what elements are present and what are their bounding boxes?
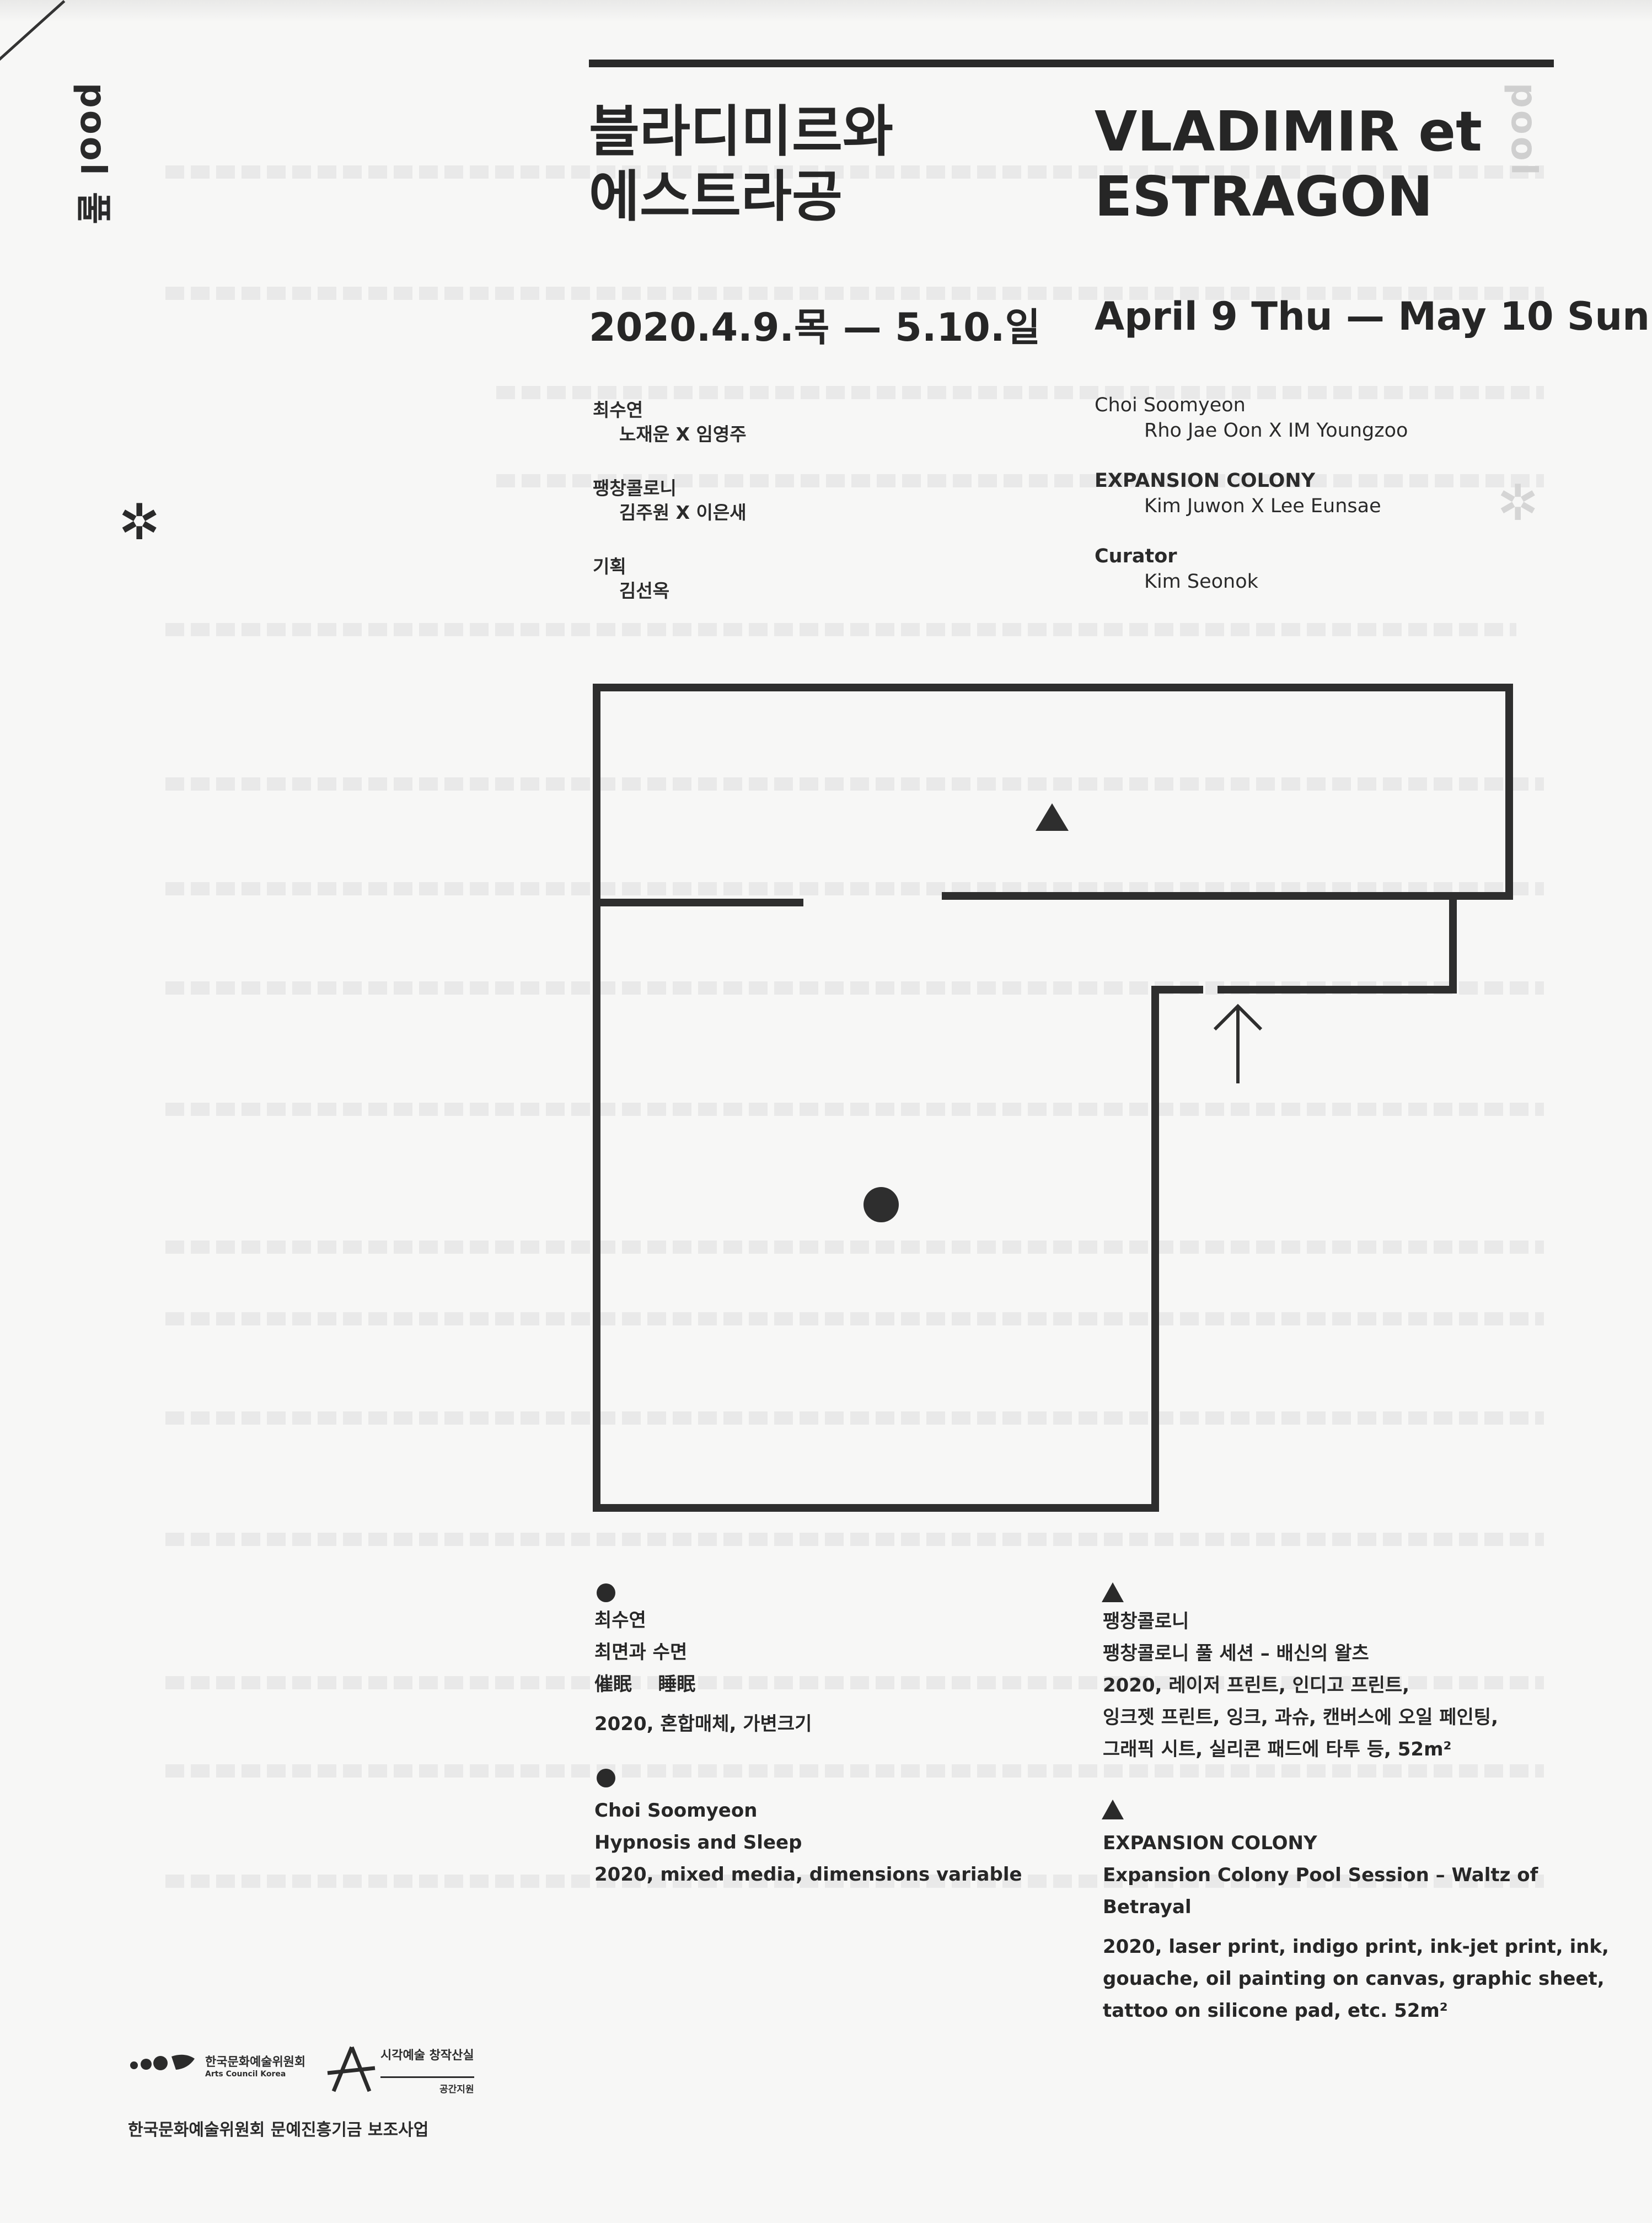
support-text: 한국문화예술위원회 문예진흥기금 보조사업 (128, 2120, 429, 2140)
bleed-through-text (165, 1764, 1544, 1778)
bleed-through-text (165, 1103, 1544, 1116)
dot-icon (597, 1583, 615, 1602)
credits-korean: 최수연 노재운 X 임영주 팽창콜로니 김주원 X 이은새 기획 김선옥 (593, 398, 747, 603)
studio-logo-text: 시각예술 창작산실 공간지원 (380, 2045, 474, 2095)
studio-name: 시각예술 창작산실 (380, 2049, 474, 2063)
bleed-through-text (165, 1241, 1544, 1254)
plan-wall-outer (593, 684, 1513, 900)
bleed-through-text (165, 1411, 1544, 1425)
pool-logo: pool 풀 (72, 83, 113, 227)
credit-label: Curator (1095, 545, 1177, 567)
title-english: VLADIMIR et ESTRAGON (1095, 99, 1482, 229)
bleed-through-text (165, 287, 1544, 300)
work-title: 최면과 수면 (594, 1641, 688, 1663)
credit-name: 김주원 X 이은새 (619, 502, 747, 523)
credit-name: Kim Juwon X Lee Eunsae (1144, 495, 1381, 517)
work-details: gouache, oil painting on canvas, graphic… (1103, 1968, 1605, 1990)
credit-item: EXPANSION COLONY Kim Juwon X Lee Eunsae (1095, 468, 1408, 519)
work-title-hanja: 催眠 睡眠 (594, 1673, 696, 1695)
title-english-line1: VLADIMIR et (1095, 99, 1482, 164)
credit-label: EXPANSION COLONY (1095, 470, 1316, 492)
triangle-marker (1036, 803, 1069, 831)
header-rule (589, 60, 1554, 67)
bleed-through-text (165, 777, 1544, 791)
work-artist: Choi Soomyeon (594, 1800, 758, 1822)
bleed-through-text (165, 165, 1544, 179)
date-english: April 9 Thu — May 10 Sun (1095, 294, 1650, 339)
asterisk-icon-bleed: ✲ (1497, 474, 1539, 532)
work-info-korean-right: 팽창콜로니 팽창콜로니 풀 세션 – 배신의 왈츠 2020, 레이저 프린트,… (1103, 1606, 1498, 1765)
plan-wall-left (593, 684, 1203, 1512)
work-details: 2020, 레이저 프린트, 인디고 프린트, (1103, 1674, 1410, 1696)
work-details: 2020, laser print, indigo print, ink-jet… (1103, 1936, 1609, 1958)
arko-logo-icon (130, 2052, 201, 2074)
floor-plan-diagram (593, 684, 1513, 1512)
arko-logo-text: 한국문화예술위원회 Arts Council Korea (205, 2052, 305, 2079)
credit-label: 기획 (593, 556, 626, 577)
bleed-through-text (165, 1676, 1544, 1689)
bleed-through-text (165, 1312, 1544, 1325)
work-info-korean-left: 최수연 최면과 수면 催眠 睡眠 2020, 혼합매체, 가변크기 (594, 1604, 812, 1740)
title-english-line2: ESTRAGON (1095, 164, 1433, 229)
bleed-through-text (165, 1875, 1544, 1888)
work-artist: 팽창콜로니 (1103, 1610, 1189, 1633)
asterisk-icon: ✲ (119, 493, 160, 551)
work-title: Expansion Colony Pool Session – Waltz of (1103, 1864, 1538, 1886)
credit-label: 팽창콜로니 (593, 477, 677, 499)
credit-label: Choi Soomyeon (1095, 394, 1246, 416)
title-korean-line2: 에스트라공 (589, 164, 843, 229)
scan-top-edge (0, 0, 1652, 22)
triangle-icon (1102, 1582, 1124, 1602)
credit-item: Choi Soomyeon Rho Jae Oon X IM Youngzoo (1095, 393, 1408, 443)
work-artist: 최수연 (594, 1609, 646, 1631)
work-info-english-left: Choi Soomyeon Hypnosis and Sleep 2020, m… (594, 1795, 1022, 1891)
dot-icon (597, 1769, 615, 1787)
credit-name: 노재운 X 임영주 (619, 423, 747, 445)
credit-item: Curator Kim Seonok (1095, 544, 1408, 594)
work-title: 팽창콜로니 풀 세션 – 배신의 왈츠 (1103, 1642, 1369, 1664)
bleed-through-text (165, 1533, 1544, 1546)
work-details: 잉크젯 프린트, 잉크, 과슈, 캔버스에 오일 페인팅, (1103, 1706, 1499, 1728)
bleed-through-text (496, 474, 1544, 487)
credit-item: 최수연 노재운 X 임영주 (593, 398, 747, 447)
title-korean: 블라디미르와 에스트라공 (589, 99, 893, 229)
title-korean-line1: 블라디미르와 (589, 99, 893, 164)
up-arrow-icon (1213, 1003, 1263, 1083)
date-korean: 2020.4.9.목 — 5.10.일 (589, 305, 1040, 350)
work-title: Hypnosis and Sleep (594, 1832, 802, 1854)
plan-wall-right-step (1217, 895, 1457, 994)
triangle-icon (1102, 1800, 1124, 1819)
credit-item: 기획 김선옥 (593, 555, 747, 603)
credit-name: 김선옥 (619, 580, 670, 602)
bleed-through-text (165, 623, 1516, 636)
work-title: Betrayal (1103, 1896, 1192, 1918)
studio-subtitle: 공간지원 (380, 2076, 474, 2095)
pool-logo-bleed: pool (1503, 83, 1544, 178)
credit-name: Rho Jae Oon X IM Youngzoo (1144, 420, 1408, 442)
credit-label: 최수연 (593, 399, 643, 421)
arko-name-english: Arts Council Korea (205, 2070, 286, 2079)
credit-name: Kim Seonok (1144, 571, 1258, 593)
studio-logo-icon (327, 2046, 376, 2092)
bleed-through-text (496, 386, 1544, 399)
work-details: 2020, mixed media, dimensions variable (594, 1864, 1022, 1886)
work-details: 2020, 혼합매체, 가변크기 (594, 1713, 812, 1735)
arko-name-korean: 한국문화예술위원회 (205, 2055, 306, 2069)
work-details: 그래픽 시트, 실리콘 패드에 타투 등, 52m² (1103, 1738, 1452, 1760)
credits-english: Choi Soomyeon Rho Jae Oon X IM Youngzoo … (1095, 393, 1408, 594)
work-artist: EXPANSION COLONY (1103, 1832, 1317, 1854)
work-info-english-right: EXPANSION COLONY Expansion Colony Pool S… (1103, 1827, 1609, 2027)
dot-marker (863, 1187, 899, 1222)
credit-item: 팽창콜로니 김주원 X 이은새 (593, 476, 747, 525)
work-details: tattoo on silicone pad, etc. 52m² (1103, 2000, 1448, 2022)
